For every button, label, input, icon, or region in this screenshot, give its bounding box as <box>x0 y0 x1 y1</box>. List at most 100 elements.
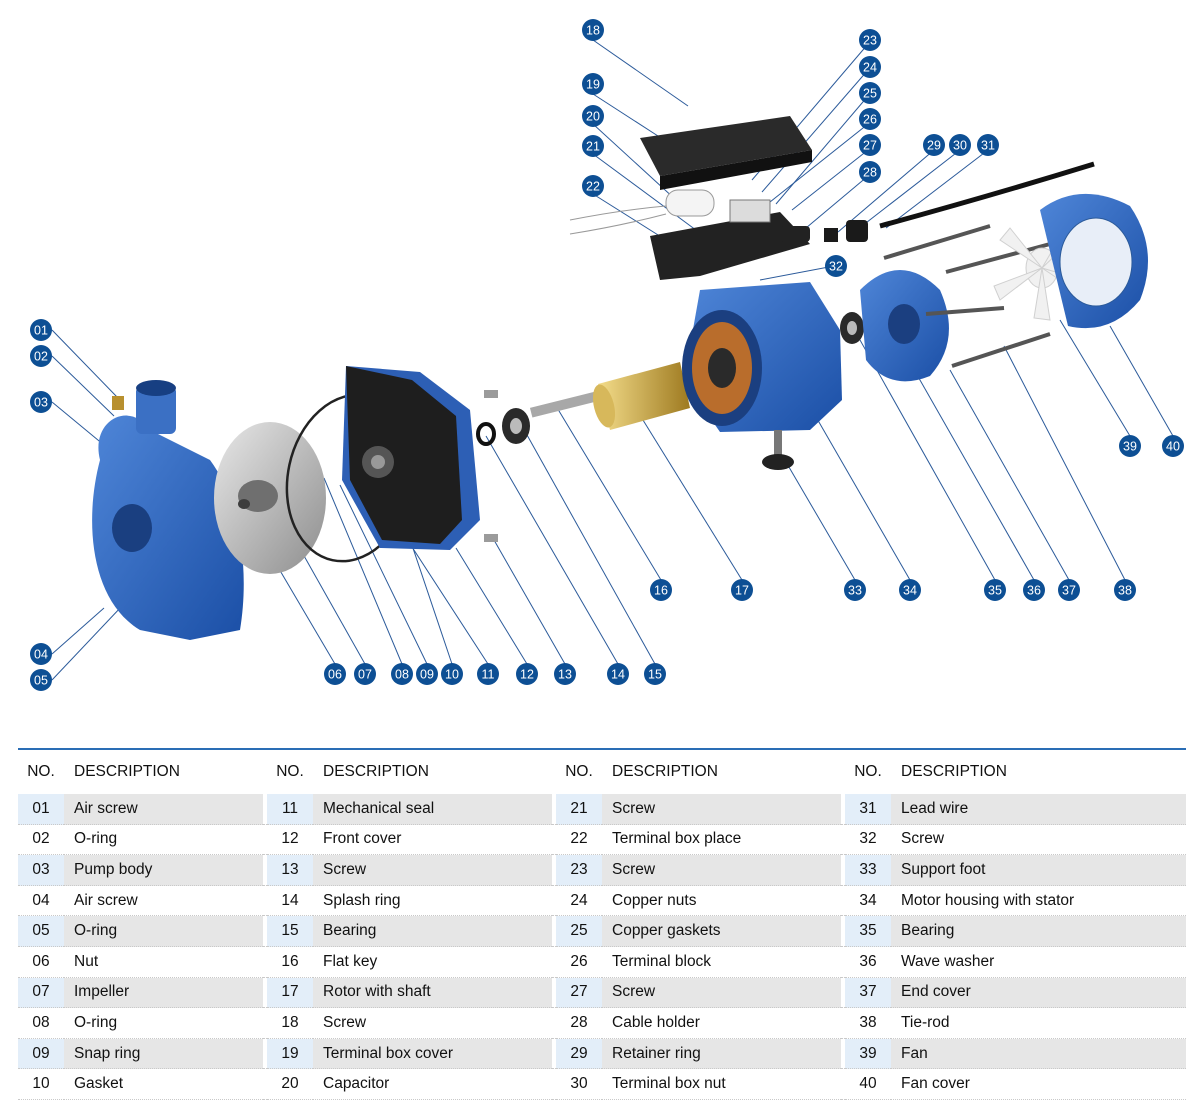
callout-circle <box>416 663 438 685</box>
part-number: 05 <box>18 916 64 947</box>
part-number: 26 <box>556 947 602 978</box>
callout-23: 23 <box>859 29 881 51</box>
callout-36: 36 <box>1023 579 1045 601</box>
part-number: 09 <box>18 1038 64 1070</box>
callout-circle <box>582 73 604 95</box>
part-description: Flat key <box>313 947 552 978</box>
part-description: Support foot <box>891 855 1186 886</box>
part-number: 37 <box>845 977 891 1009</box>
callout-13: 13 <box>554 663 576 685</box>
column-gap <box>841 947 845 978</box>
callout-16: 16 <box>650 579 672 601</box>
part-number: 08 <box>18 1008 64 1039</box>
column-gap <box>841 916 845 947</box>
callout-circle <box>582 105 604 127</box>
callout-15: 15 <box>644 663 666 685</box>
terminal-box <box>569 116 812 280</box>
column-gap <box>263 947 267 978</box>
part-number: 03 <box>18 855 64 886</box>
part-description: Screw <box>313 1008 552 1039</box>
callout-39: 39 <box>1119 435 1141 457</box>
part-description: Pump body <box>64 855 263 886</box>
callout-circle <box>859 134 881 156</box>
callout-circle <box>391 663 413 685</box>
callout-label: 12 <box>520 668 534 682</box>
part-description: Motor housing with stator <box>891 886 1186 917</box>
column-gap <box>263 825 267 856</box>
part-description: Air screw <box>64 886 263 917</box>
callout-label: 35 <box>988 584 1002 598</box>
callout-05: 05 <box>30 669 52 691</box>
callout-37: 37 <box>1058 579 1080 601</box>
callout-label: 34 <box>903 584 917 598</box>
column-gap <box>263 916 267 947</box>
callout-03: 03 <box>30 391 52 413</box>
callout-circle <box>477 663 499 685</box>
callout-31: 31 <box>977 134 999 156</box>
column-gap <box>263 748 267 794</box>
callout-label: 05 <box>34 674 48 688</box>
callout-label: 28 <box>863 166 877 180</box>
part-number: 28 <box>556 1008 602 1039</box>
part-description: Wave washer <box>891 947 1186 978</box>
callout-circle <box>324 663 346 685</box>
part-number: 12 <box>267 825 313 856</box>
callout-label: 38 <box>1118 584 1132 598</box>
callout-label: 03 <box>34 396 48 410</box>
header-no: NO. <box>556 748 602 794</box>
part-description: Front cover <box>313 825 552 856</box>
column-gap <box>841 978 845 1009</box>
column-gap <box>552 886 556 917</box>
callout-label: 32 <box>829 260 843 274</box>
part-number: 31 <box>845 794 891 825</box>
column-gap <box>263 855 267 886</box>
column-gap <box>841 748 845 794</box>
pump-body <box>92 380 244 640</box>
callout-02: 02 <box>30 345 52 367</box>
callout-circle <box>516 663 538 685</box>
callout-circle <box>859 29 881 51</box>
callout-circle <box>30 319 52 341</box>
column-gap <box>841 855 845 886</box>
part-description: Terminal box place <box>602 825 841 856</box>
front-small-parts <box>476 390 530 542</box>
callout-12: 12 <box>516 663 538 685</box>
callout-32: 32 <box>825 255 847 277</box>
part-number: 07 <box>18 977 64 1009</box>
part-description: Copper nuts <box>602 886 841 917</box>
front-cover <box>342 366 480 550</box>
part-description: Nut <box>64 947 263 978</box>
column-gap <box>552 916 556 947</box>
column-gap <box>552 748 556 794</box>
column-gap <box>552 1008 556 1039</box>
callout-circle <box>731 579 753 601</box>
part-number: 14 <box>267 886 313 917</box>
part-description: Copper gaskets <box>602 916 841 947</box>
part-number: 17 <box>267 977 313 1009</box>
callout-35: 35 <box>984 579 1006 601</box>
callout-30: 30 <box>949 134 971 156</box>
callout-circle <box>977 134 999 156</box>
part-description: Screw <box>891 825 1186 856</box>
part-description: Cable holder <box>602 1008 841 1039</box>
callout-label: 29 <box>927 139 941 153</box>
part-number: 06 <box>18 947 64 978</box>
callout-11: 11 <box>477 663 499 685</box>
part-description: Impeller <box>64 977 263 1009</box>
part-number: 33 <box>845 855 891 886</box>
callout-circle <box>859 82 881 104</box>
part-number: 10 <box>18 1069 64 1100</box>
callout-label: 24 <box>863 61 877 75</box>
column-gap <box>552 947 556 978</box>
callout-21: 21 <box>582 135 604 157</box>
motor-housing-with-stator <box>682 282 842 432</box>
callout-label: 11 <box>482 668 495 682</box>
part-description: Terminal block <box>602 947 841 978</box>
column-gap <box>841 1039 845 1070</box>
